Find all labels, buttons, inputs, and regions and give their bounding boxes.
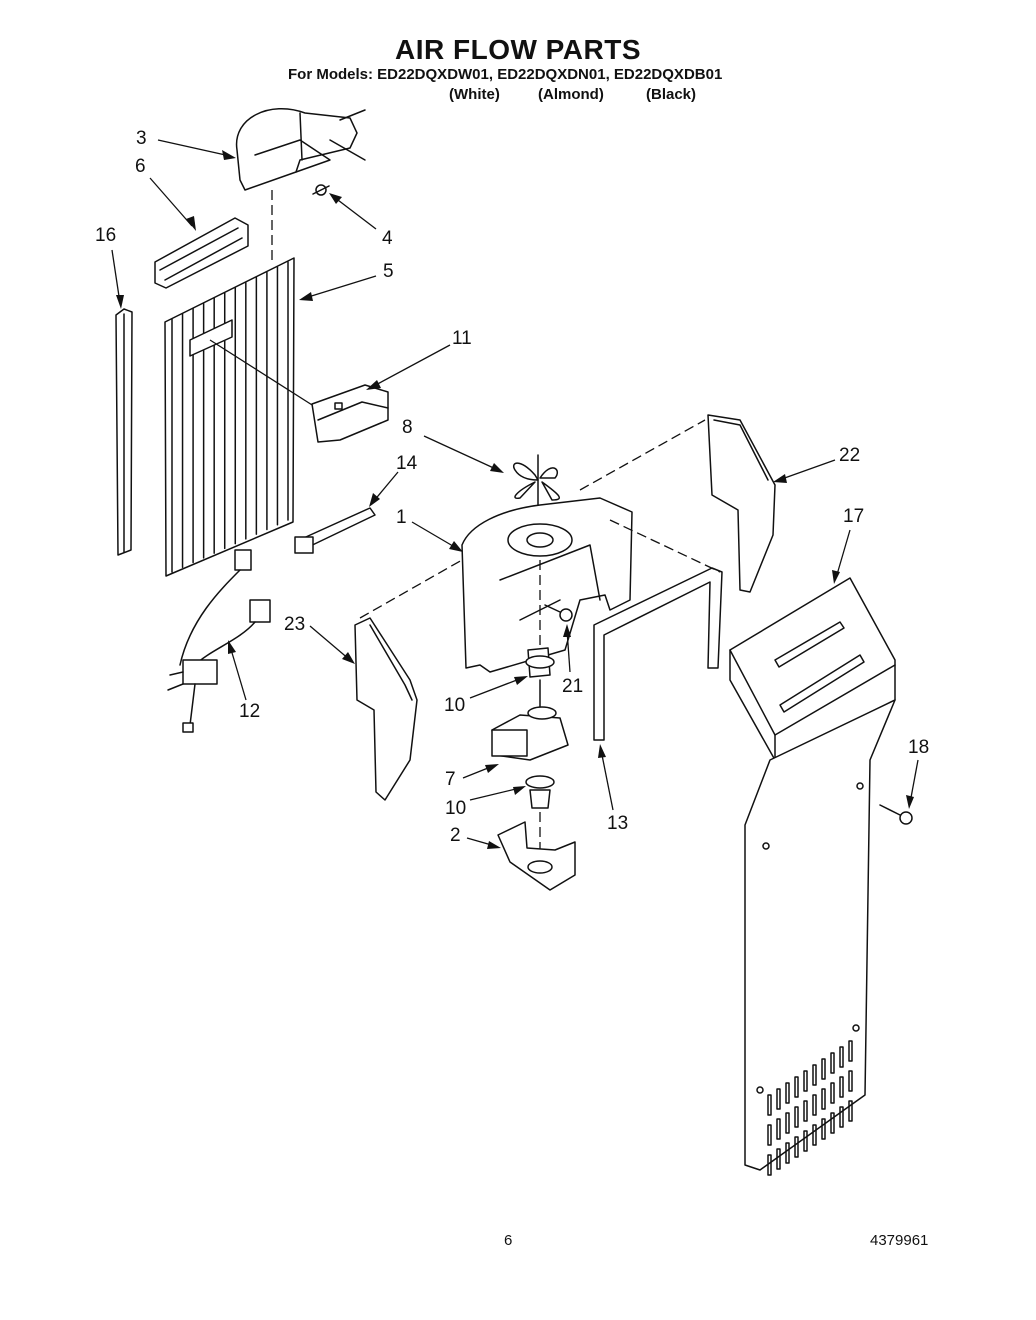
leader-lines (111, 139, 919, 849)
vent-slot (821, 1058, 826, 1080)
part-16-strip (115, 308, 133, 556)
page-number: 6 (504, 1232, 513, 1249)
part-2-motor-bracket (497, 821, 576, 891)
part-22-side-panel (707, 414, 776, 593)
callout-12: 12 (239, 701, 260, 722)
part-12-harness (167, 549, 271, 733)
vent-slot (839, 1076, 844, 1098)
part-23-side-panel (354, 617, 418, 801)
vent-slot (830, 1052, 835, 1074)
vent-slot (767, 1124, 772, 1146)
callout-8: 8 (402, 417, 413, 438)
vent-slot (785, 1142, 790, 1164)
callout-6: 6 (135, 156, 146, 177)
part-7-motor (491, 706, 569, 761)
part-17-cover (729, 577, 896, 1176)
vent-slot (821, 1118, 826, 1140)
vent-slot (839, 1046, 844, 1068)
vent-slot (794, 1136, 799, 1158)
callout-17: 17 (843, 506, 864, 527)
part-18-screw (879, 804, 913, 825)
callout-7: 7 (445, 769, 456, 790)
part-6-bracket (154, 217, 249, 289)
callout-13: 13 (607, 813, 628, 834)
vent-slot (794, 1106, 799, 1128)
callout-21: 21 (562, 676, 583, 697)
vent-slot (812, 1124, 817, 1146)
vent-slot (803, 1070, 808, 1092)
vent-slot (839, 1106, 844, 1128)
part-10-grommet-lower (525, 775, 555, 809)
vent-slot (803, 1100, 808, 1122)
part-5-grille (164, 257, 321, 577)
part-21-screw (544, 604, 573, 622)
part-3-duct-cover (235, 108, 366, 191)
vent-slot (767, 1154, 772, 1176)
vent-slot (785, 1112, 790, 1134)
part-10-grommet-upper (525, 647, 555, 678)
callout-22: 22 (839, 445, 860, 466)
vent-slot (812, 1064, 817, 1086)
callout-5: 5 (383, 261, 394, 282)
models-line: For Models: ED22DQXDW01, ED22DQXDN01, ED… (288, 66, 723, 83)
vent-slot (776, 1148, 781, 1170)
callout-16: 16 (95, 225, 116, 246)
callout-23: 23 (284, 614, 305, 635)
vent-slot (848, 1040, 853, 1062)
callout-2: 2 (450, 825, 461, 846)
callout-3: 3 (136, 128, 147, 149)
variant-almond: (Almond) (538, 86, 604, 103)
part-11-bracket (311, 384, 389, 443)
vent-slot (830, 1082, 835, 1104)
variant-black: (Black) (646, 86, 697, 103)
vent-slot (848, 1070, 853, 1092)
variant-white: (White) (449, 86, 500, 103)
part-4-screw (312, 184, 330, 196)
vent-slot (821, 1088, 826, 1110)
callout-10-upper: 10 (444, 695, 465, 716)
page-title: AIR FLOW PARTS (394, 34, 641, 65)
callout-11: 11 (452, 328, 472, 349)
vent-slot (776, 1118, 781, 1140)
vent-slot (803, 1130, 808, 1152)
part-14-heater (294, 507, 376, 554)
callout-10-lower: 10 (445, 798, 466, 819)
part-1-shroud (461, 497, 633, 673)
callout-1: 1 (396, 507, 407, 528)
vent-slot (830, 1112, 835, 1134)
part-13-u-duct (593, 567, 723, 741)
callout-4: 4 (382, 228, 393, 249)
callout-14: 14 (396, 453, 418, 474)
document-number: 4379961 (870, 1232, 929, 1249)
vent-slot (776, 1088, 781, 1110)
callout-18: 18 (908, 737, 929, 758)
vent-slot (812, 1094, 817, 1116)
vent-slot (794, 1076, 799, 1098)
vent-slot (848, 1100, 853, 1122)
part-8-fan-blade (513, 454, 561, 516)
vent-slot (767, 1094, 772, 1116)
vent-slot (785, 1082, 790, 1104)
